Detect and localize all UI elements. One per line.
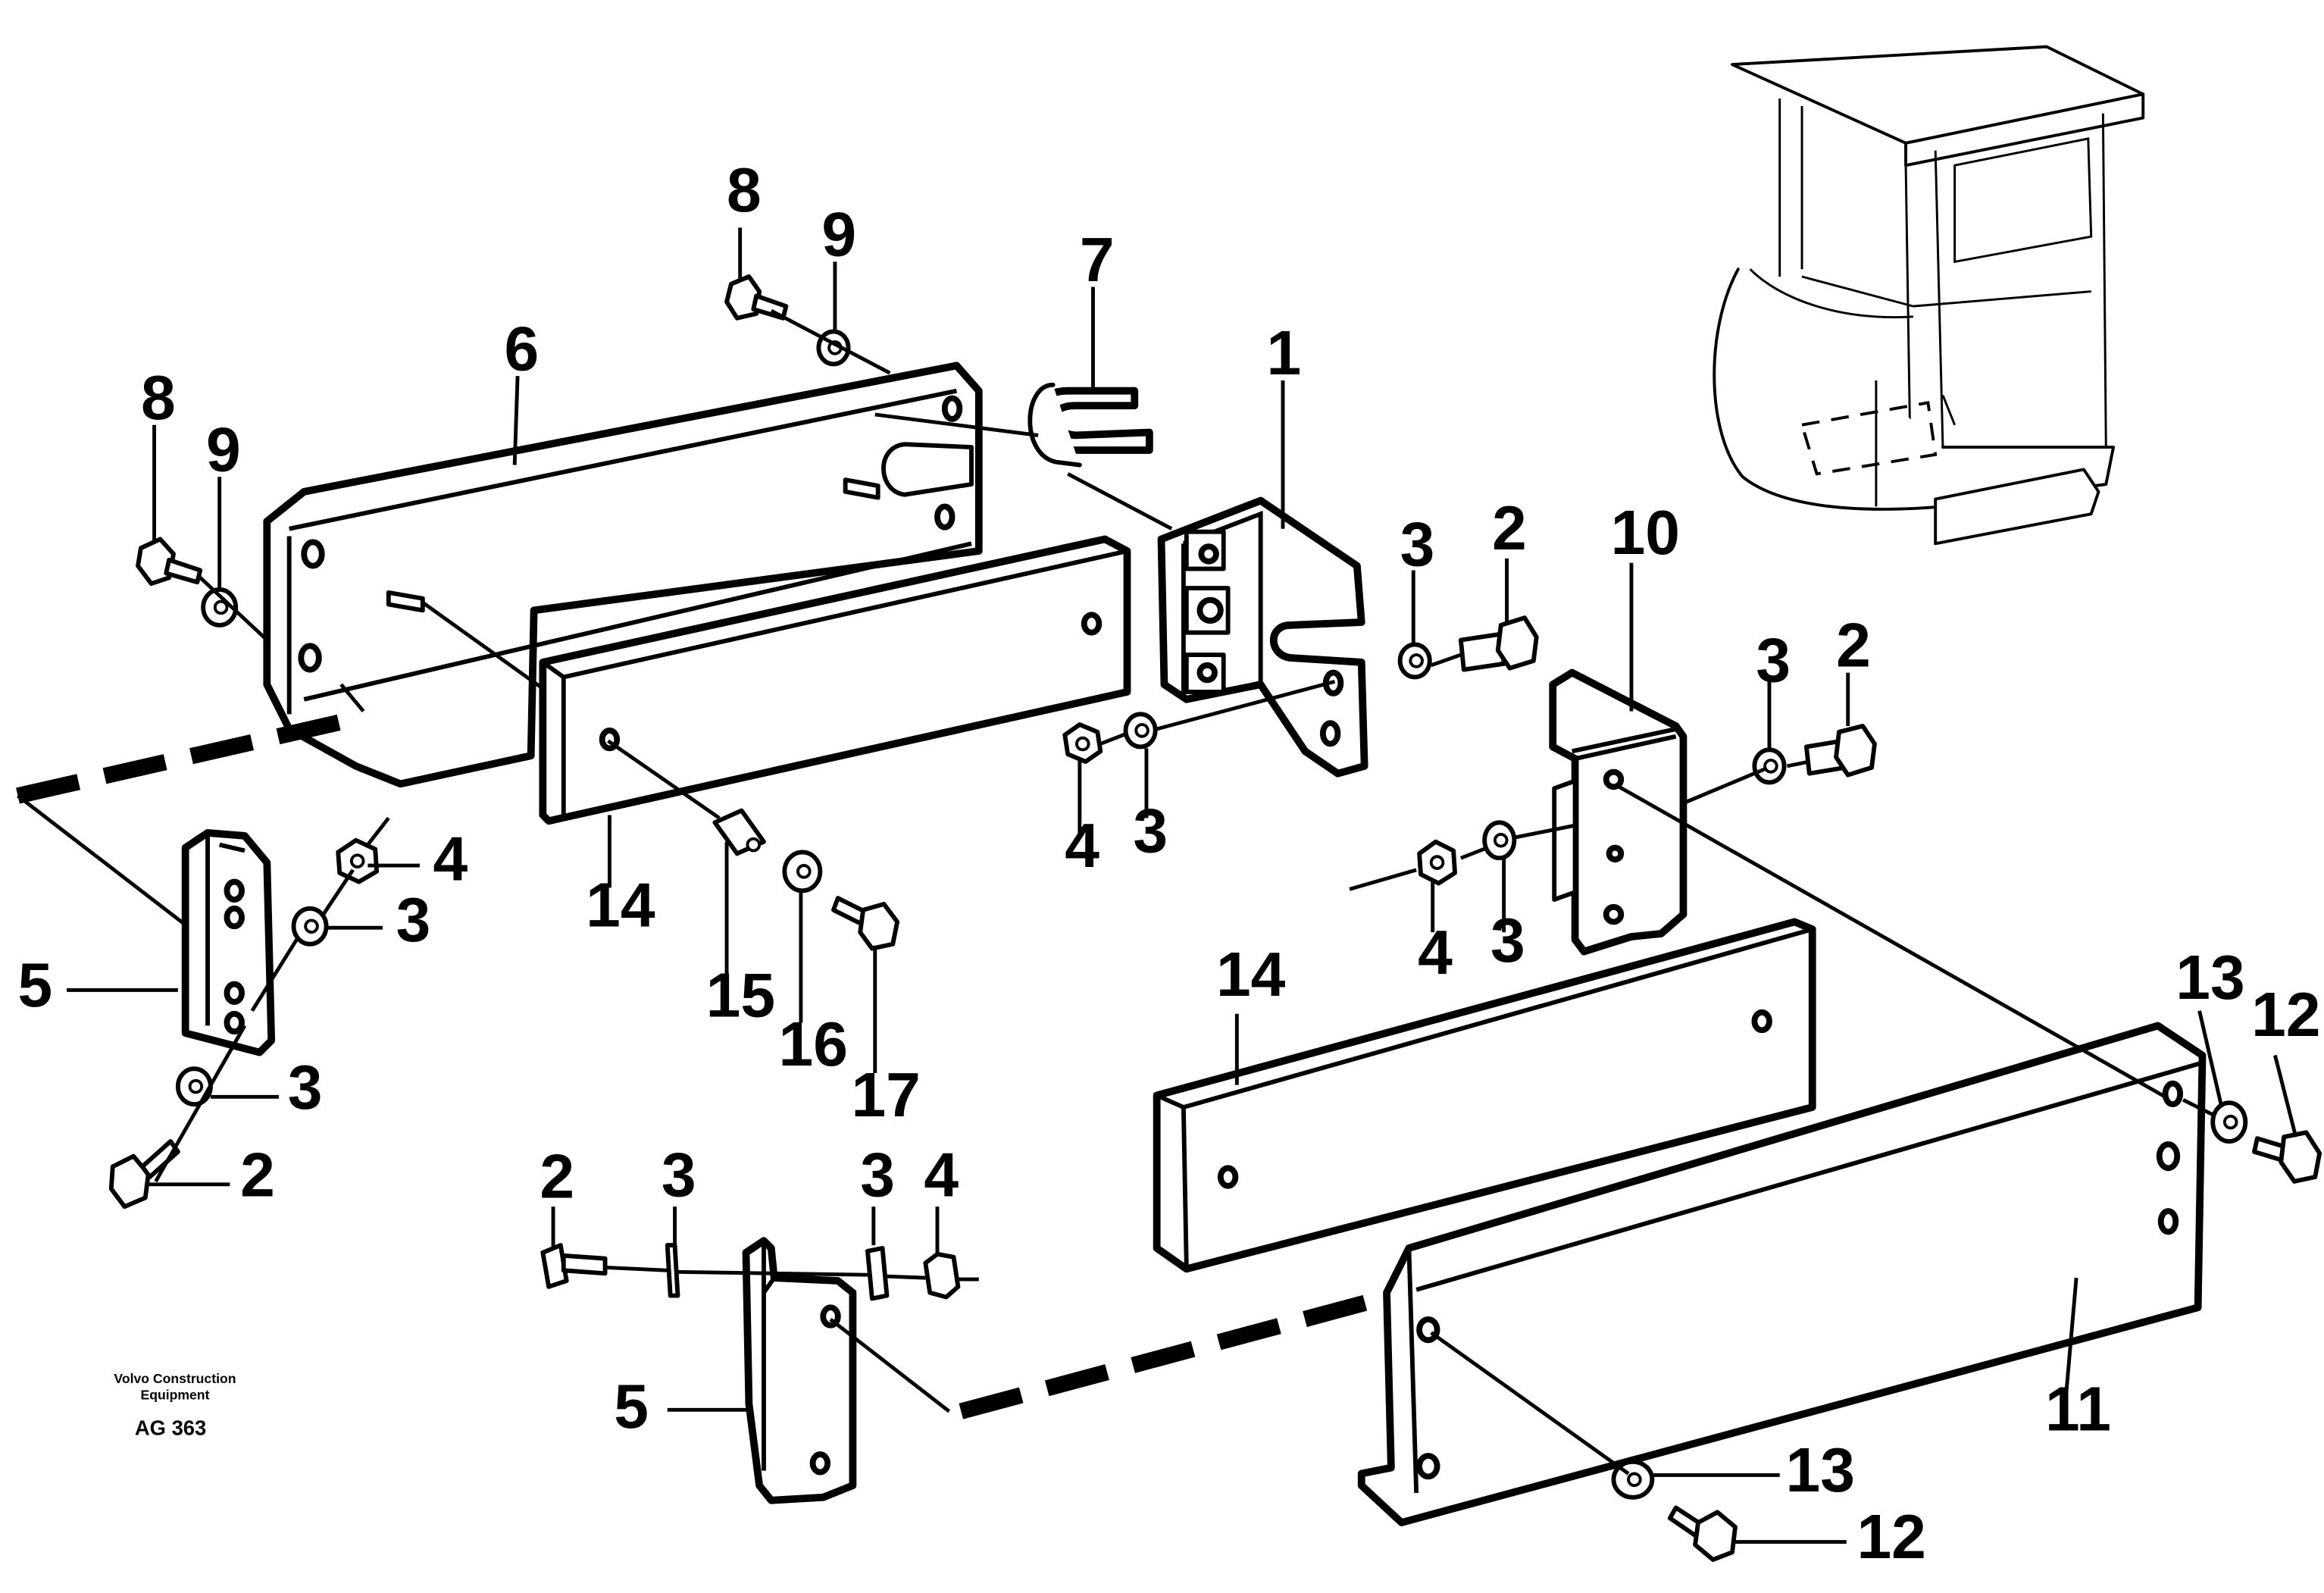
callout-2: 2	[1836, 612, 1871, 681]
bracket-6	[263, 361, 983, 788]
bar-14-right	[1153, 918, 1816, 1273]
bar-14-left	[539, 535, 1131, 825]
bracket-5-upper	[181, 829, 276, 1056]
callout-7: 7	[1080, 226, 1115, 295]
callout-1: 1	[1266, 319, 1301, 388]
callout-4: 4	[1418, 919, 1453, 987]
callout-4: 4	[1065, 812, 1099, 881]
callout-4: 4	[924, 1141, 959, 1210]
callout-3: 3	[860, 1141, 895, 1210]
callout-2: 2	[1492, 494, 1527, 563]
callout-8: 8	[727, 156, 762, 225]
callout-11: 11	[2045, 1375, 2111, 1444]
callout-10: 10	[1611, 499, 1680, 568]
callout-9: 9	[206, 415, 241, 484]
callout-13: 13	[1786, 1436, 1855, 1505]
callout-2: 2	[540, 1142, 574, 1211]
callout-3: 3	[1490, 906, 1525, 975]
callout-leaders	[67, 227, 2298, 1544]
callout-15: 15	[706, 962, 775, 1031]
studs	[386, 477, 880, 613]
callout-14: 14	[586, 871, 655, 940]
bracket-10	[1549, 668, 1687, 956]
callout-14: 14	[1216, 940, 1286, 1009]
callout-3: 3	[1756, 626, 1791, 695]
company-name: Volvo Construction	[114, 1371, 236, 1386]
callout-13: 13	[2175, 944, 2244, 1012]
callout-12: 12	[1856, 1503, 1925, 1572]
callout-8: 8	[141, 364, 176, 433]
bracket-11	[1357, 1022, 2207, 1526]
company-name-line2: Equipment	[140, 1388, 209, 1403]
callout-3: 3	[396, 886, 431, 955]
clip-7	[1028, 382, 1153, 468]
callout-12: 12	[2251, 981, 2320, 1050]
callout-6: 6	[504, 315, 539, 383]
callout-labels: 1 2 2 2 2 3 3 3 3 3 3 3 3 4 4 4 4 5 5 6 …	[17, 156, 2320, 1572]
callout-3: 3	[1133, 796, 1168, 865]
assembly-lines	[16, 308, 2214, 1476]
callout-5: 5	[17, 951, 52, 1020]
callout-5: 5	[614, 1372, 649, 1441]
callout-16: 16	[779, 1010, 848, 1079]
callout-17: 17	[851, 1061, 920, 1130]
bracket-1	[1157, 496, 1368, 778]
callout-3: 3	[1400, 511, 1435, 580]
callout-9: 9	[821, 201, 856, 270]
figure-code: AG 363	[135, 1416, 206, 1440]
callout-4: 4	[433, 825, 468, 894]
callout-3: 3	[288, 1053, 323, 1122]
bracket-5-lower	[742, 1237, 857, 1504]
figure-identifier: Volvo Construction Equipment AG 363	[114, 1371, 236, 1440]
cab-overview-illustration	[1713, 45, 2145, 546]
callout-3: 3	[662, 1141, 696, 1210]
callout-2: 2	[240, 1141, 275, 1210]
